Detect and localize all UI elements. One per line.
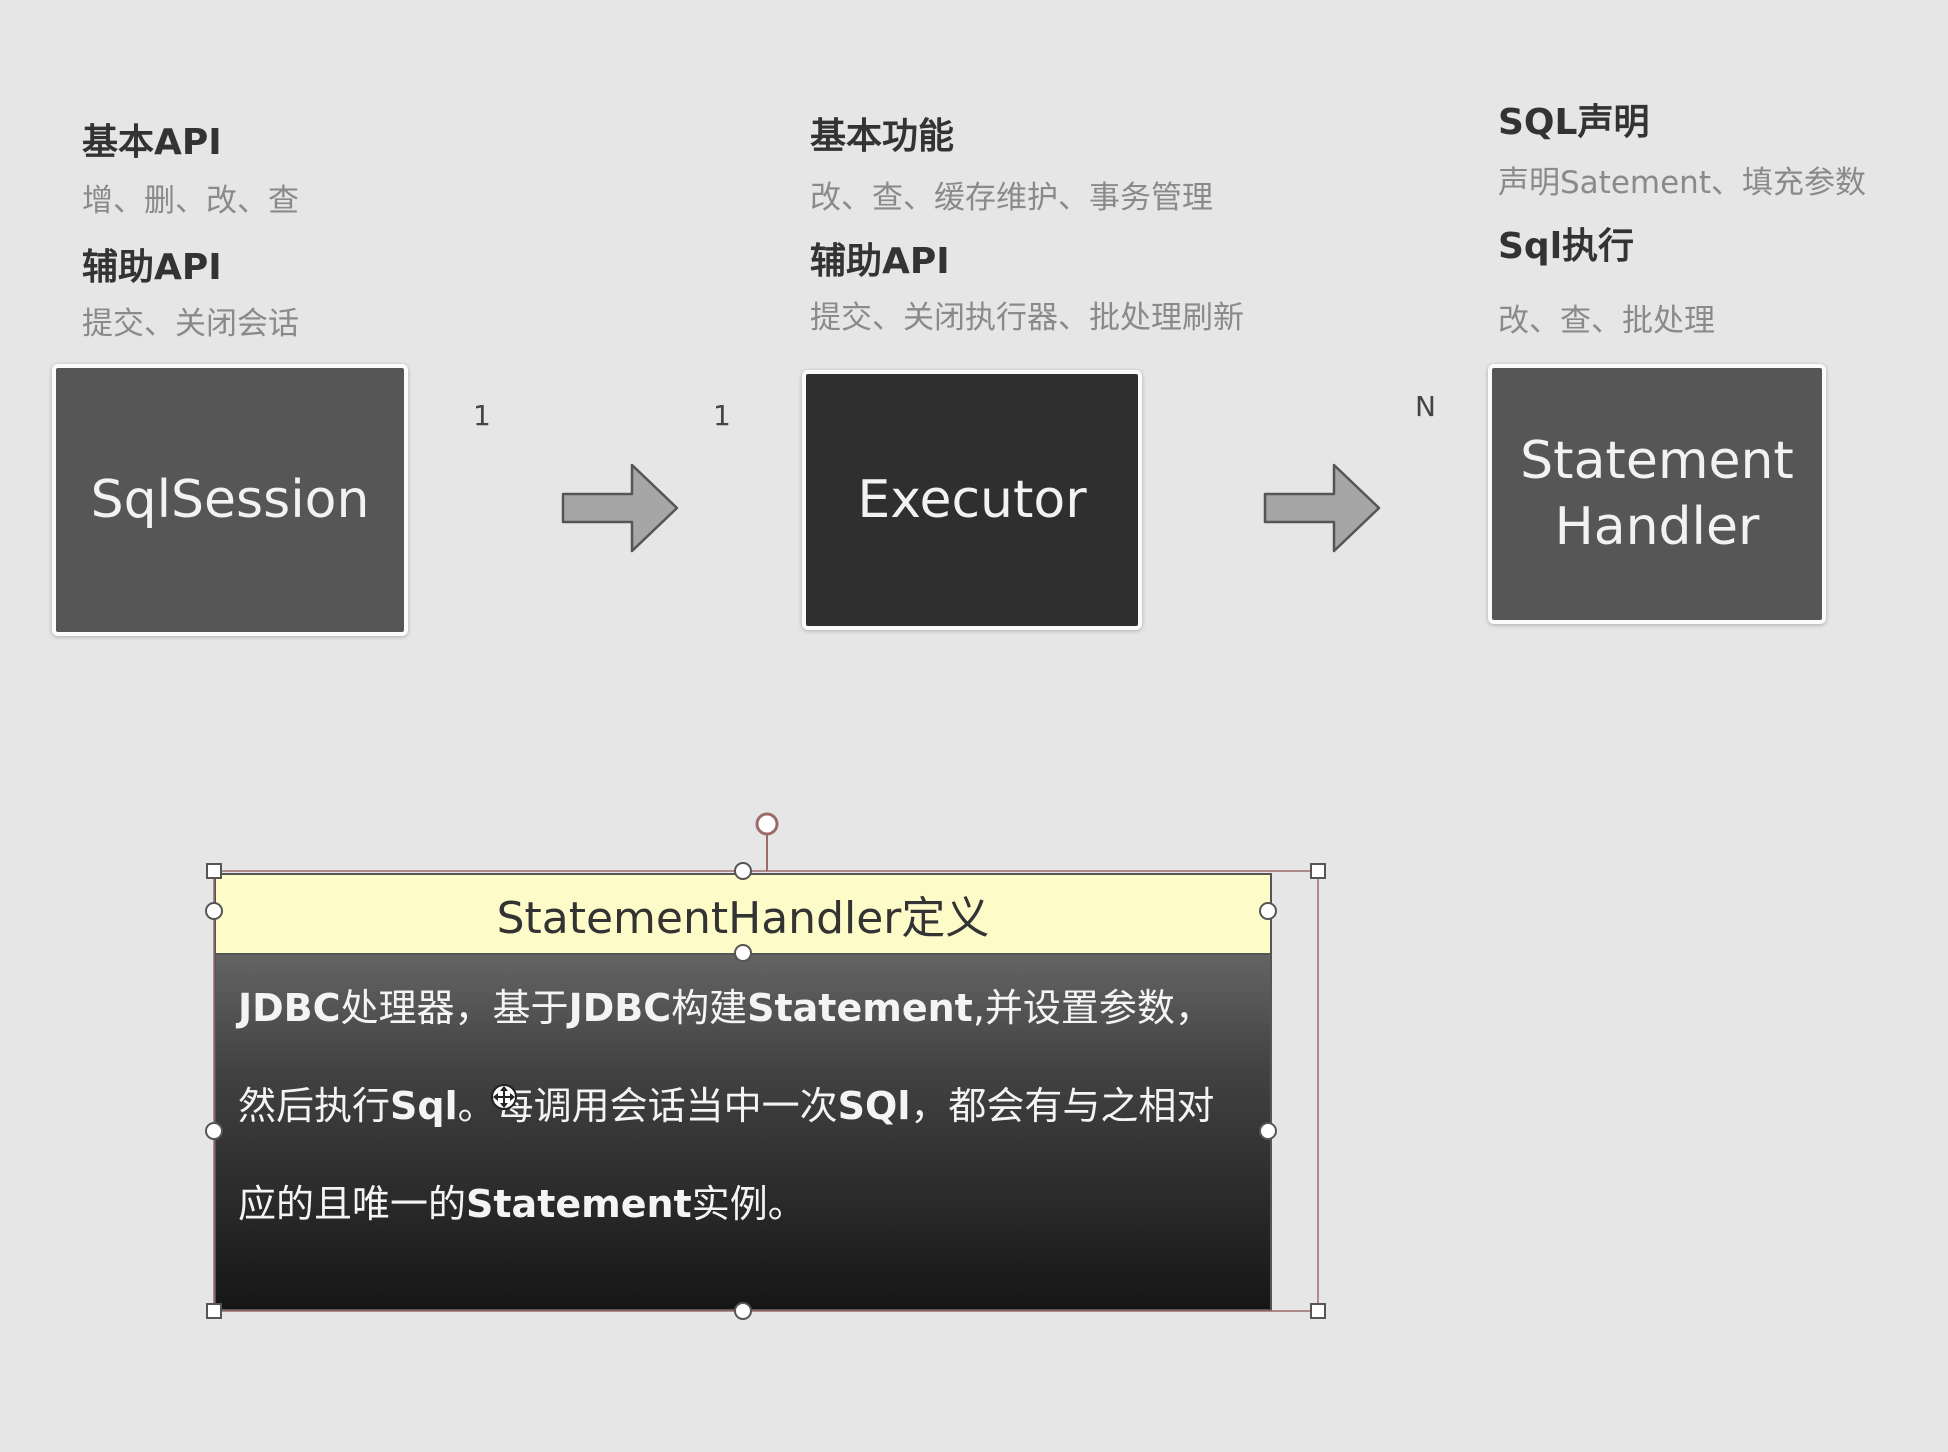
definition-text-segment: SQl [837, 1084, 911, 1128]
statement-handler-box-label-line2: Handler [1554, 497, 1760, 557]
relation-label-handler-many: N [1415, 390, 1436, 423]
resize-handle[interactable] [734, 1302, 752, 1320]
definition-text-segment: JDBC [568, 986, 672, 1030]
sqlsession-heading-helper-api: 辅助API [82, 247, 222, 288]
executor-heading-basic-functions: 基本功能 [810, 116, 955, 157]
executor-heading-helper-api: 辅助API [810, 241, 950, 282]
definition-text-segment: 实例。 [691, 1182, 806, 1226]
executor-box-label: Executor [857, 470, 1087, 530]
handler-heading-sql-declaration: SQL声明 [1498, 102, 1650, 143]
definition-text-segment: Sql [390, 1084, 458, 1128]
statement-handler-box[interactable]: Statement Handler [1488, 364, 1826, 624]
executor-detail-basic-functions: 改、查、缓存维护、事务管理 [810, 180, 1213, 216]
right-arrow-icon [1263, 463, 1381, 553]
definition-text-segment: Statement [747, 986, 973, 1030]
resize-handle[interactable] [1310, 1303, 1326, 1319]
statement-handler-box-label-line1: Statement [1520, 431, 1794, 491]
resize-handle[interactable] [206, 1303, 222, 1319]
right-arrow-icon [561, 463, 679, 553]
definition-text-segment: ,并设置参数，然后执行 [238, 986, 1213, 1128]
definition-text-segment: JDBC [238, 986, 341, 1030]
sqlsession-detail-helper-api: 提交、关闭会话 [82, 306, 299, 342]
definition-text-segment: 处理器，基于 [340, 986, 569, 1030]
sqlsession-heading-basic-api: 基本API [82, 122, 222, 163]
handler-detail-sql-declaration: 声明Satement、填充参数 [1498, 165, 1866, 201]
resize-handle[interactable] [1259, 902, 1277, 920]
resize-handle[interactable] [1310, 863, 1326, 879]
resize-handle[interactable] [205, 902, 223, 920]
definition-text-segment: ，都会有与之相对应的且唯一的 [238, 1084, 1215, 1226]
resize-handle[interactable] [734, 944, 752, 962]
sqlsession-box-label: SqlSession [90, 470, 370, 530]
sqlsession-detail-basic-api: 增、删、改、查 [82, 183, 299, 219]
relation-label-executor-one: 1 [713, 399, 731, 432]
executor-detail-helper-api: 提交、关闭执行器、批处理刷新 [810, 300, 1244, 336]
executor-box[interactable]: Executor [802, 370, 1142, 630]
resize-handle[interactable] [205, 1122, 223, 1140]
definition-body: JDBC处理器，基于JDBC构建Statement,并设置参数，然后执行Sql。… [238, 959, 1238, 1253]
handler-heading-sql-execution: Sql执行 [1498, 226, 1635, 267]
definition-text-segment: 。每调用会话当中一次 [457, 1084, 838, 1128]
resize-handle[interactable] [206, 863, 222, 879]
definition-title: StatementHandler定义 [216, 875, 1270, 955]
resize-handle[interactable] [734, 862, 752, 880]
move-cursor-icon [491, 1084, 517, 1110]
resize-handle[interactable] [1259, 1122, 1277, 1140]
sqlsession-box[interactable]: SqlSession [52, 364, 408, 636]
definition-text-segment: Statement [466, 1182, 692, 1226]
handler-detail-sql-execution: 改、查、批处理 [1498, 303, 1715, 339]
definition-title-text: StatementHandler定义 [496, 893, 990, 944]
relation-label-sqlsession-one: 1 [473, 399, 491, 432]
definition-text-segment: 构建 [671, 986, 748, 1030]
rotate-handle[interactable] [755, 812, 779, 836]
